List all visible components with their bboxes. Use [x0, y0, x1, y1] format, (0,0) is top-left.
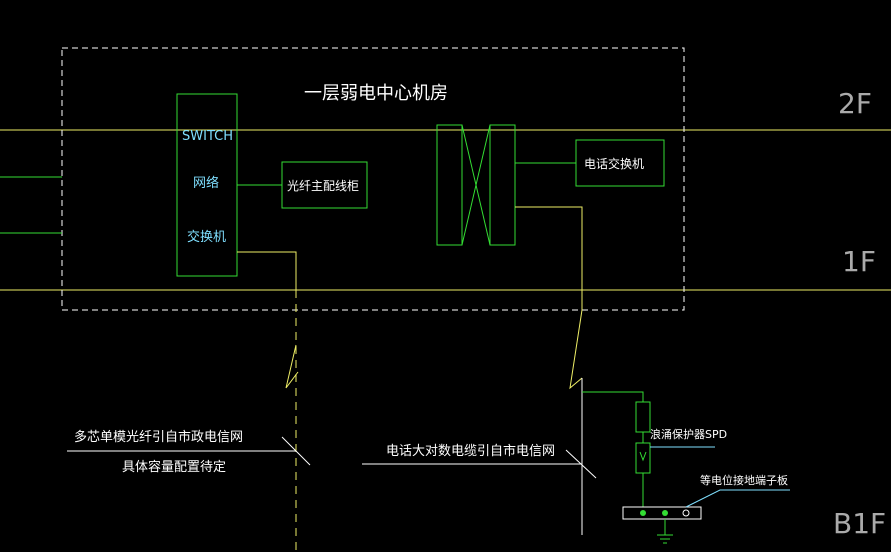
spd-lower-box: [635, 442, 651, 474]
mdf-frame-right: [489, 124, 516, 246]
bonding-terminal-bar: [622, 506, 702, 520]
mdf-cross-2: [461, 124, 491, 246]
bonding-label: 等电位接地端子板: [700, 473, 788, 487]
spd-arrow: [639, 451, 647, 462]
terminal-point-2: [662, 510, 668, 516]
fiber-note-line2: 具体容量配置待定: [122, 459, 226, 475]
floor-label-1f: 1F: [842, 245, 876, 278]
phone-trunk-cable: [515, 206, 583, 310]
fiber-note-line1: 多芯单模光纤引自市政电信网: [74, 429, 243, 445]
phone-note-label: 电话大对数电缆引自市电信网: [386, 443, 555, 459]
machine-room-boundary: [61, 47, 685, 311]
phone-break-mark: [569, 309, 583, 390]
fiber-note-tick: [281, 436, 311, 466]
spd-upper-box: [635, 401, 651, 433]
switch-label-exchange: 交换机: [187, 229, 226, 245]
switch-downlink: [237, 251, 297, 290]
phone-exchange-label: 电话交换机: [584, 156, 644, 171]
fiber-cabinet-box: [281, 161, 368, 209]
switch-label: SWITCH: [182, 129, 233, 144]
mdf-frame-left: [436, 124, 463, 246]
phone-exchange-box: [575, 139, 665, 187]
room-title: 一层弱电中心机房: [304, 83, 448, 104]
phone-note-tick: [565, 449, 597, 479]
bonding-leader: [685, 489, 790, 508]
terminal-point-1: [640, 510, 646, 516]
switch-label-network: 网络: [193, 175, 219, 191]
fiber-break-mark: [285, 344, 299, 389]
floor-label-b1f: B1F: [833, 507, 886, 540]
floor-label-2f: 2F: [838, 87, 872, 120]
fiber-cabinet-label: 光纤主配线柜: [287, 179, 359, 193]
spd-label: 浪涌保护器SPD: [650, 427, 727, 441]
terminal-point-3: [682, 509, 690, 517]
spd-branch-line: [582, 391, 644, 402]
